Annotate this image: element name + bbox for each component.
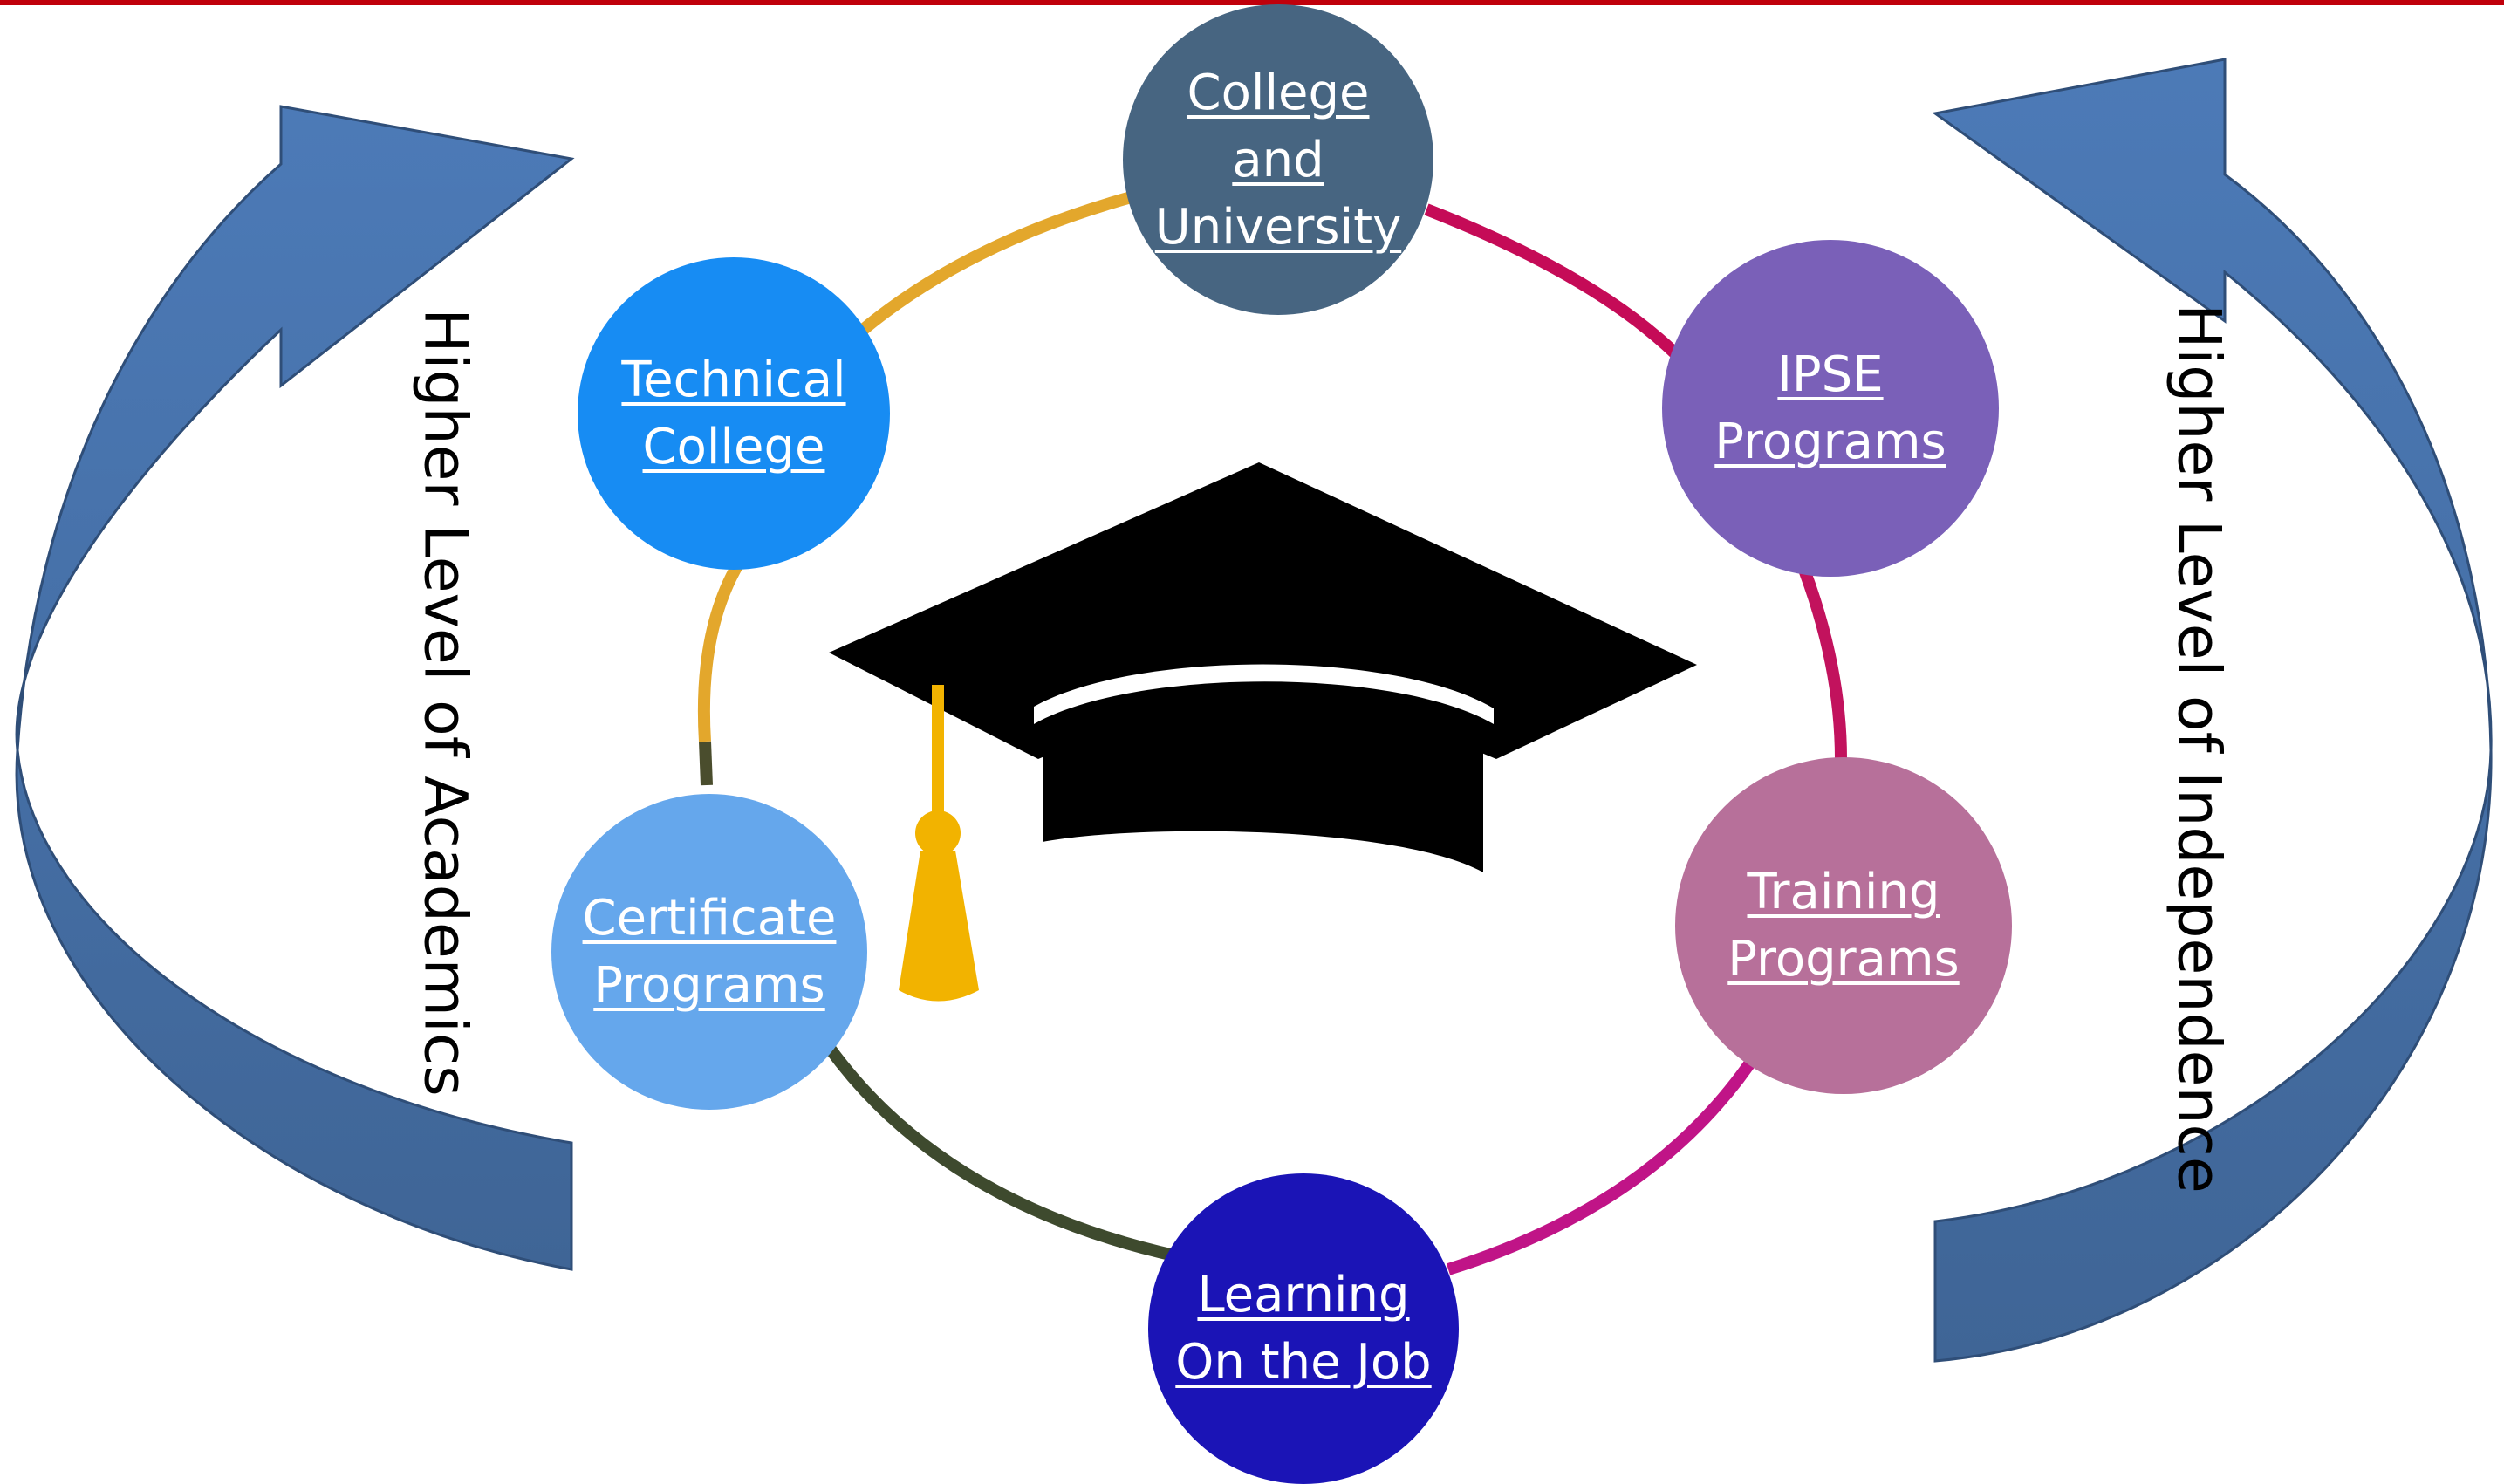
node-college-and-university[interactable]: College and University [1123, 4, 1433, 315]
label-line: College [642, 419, 825, 475]
node-label-technical-college[interactable]: Technical College [621, 346, 845, 481]
label-line: Certificate [582, 890, 837, 947]
label-line: IPSE [1777, 346, 1884, 403]
node-training-programs[interactable]: Training Programs [1675, 757, 2012, 1094]
graduation-cap-icon [829, 462, 1697, 1002]
ring-segment-1 [1424, 203, 1693, 371]
ring-segment-4 [824, 1043, 1180, 1262]
left-side-label: Higher Level of Academics [410, 308, 480, 1097]
right-cycle-arrow [1932, 58, 2493, 1363]
node-certificate-programs[interactable]: Certificate Programs [551, 794, 867, 1110]
ring [697, 190, 1847, 1275]
label-line: Learning [1197, 1267, 1410, 1323]
ring-segment-6 [697, 190, 1136, 742]
node-label-certificate-programs[interactable]: Certificate Programs [583, 885, 837, 1019]
ring-segment-3 [1446, 1048, 1763, 1275]
ring-segment-5 [699, 741, 713, 786]
label-line: Programs [593, 957, 825, 1014]
node-label-ipse-programs[interactable]: IPSE Programs [1714, 341, 1946, 475]
label-line: College [1187, 64, 1370, 121]
right-side-label: Higher Level of Independence [2164, 304, 2234, 1193]
label-line: Training [1747, 864, 1940, 920]
label-line: University [1154, 198, 1402, 256]
node-label-training-programs[interactable]: Training Programs [1727, 858, 1959, 993]
label-line: Programs [1727, 931, 1960, 988]
node-label-learning-on-the-job[interactable]: Learning On the Job [1175, 1262, 1431, 1396]
label-line: Technical [621, 352, 846, 408]
left-cycle-arrow [15, 105, 575, 1271]
label-line: Programs [1714, 414, 1946, 470]
node-ipse-programs[interactable]: IPSE Programs [1662, 240, 1999, 577]
node-learning-on-the-job[interactable]: Learning On the Job [1148, 1173, 1459, 1484]
top-rule [0, 0, 2504, 5]
node-technical-college[interactable]: Technical College [578, 257, 890, 570]
ring-segment-2 [1794, 556, 1847, 760]
node-label-college-and-university[interactable]: College and University [1155, 59, 1402, 261]
label-line: and [1232, 131, 1324, 188]
label-line: On the Job [1175, 1334, 1432, 1391]
